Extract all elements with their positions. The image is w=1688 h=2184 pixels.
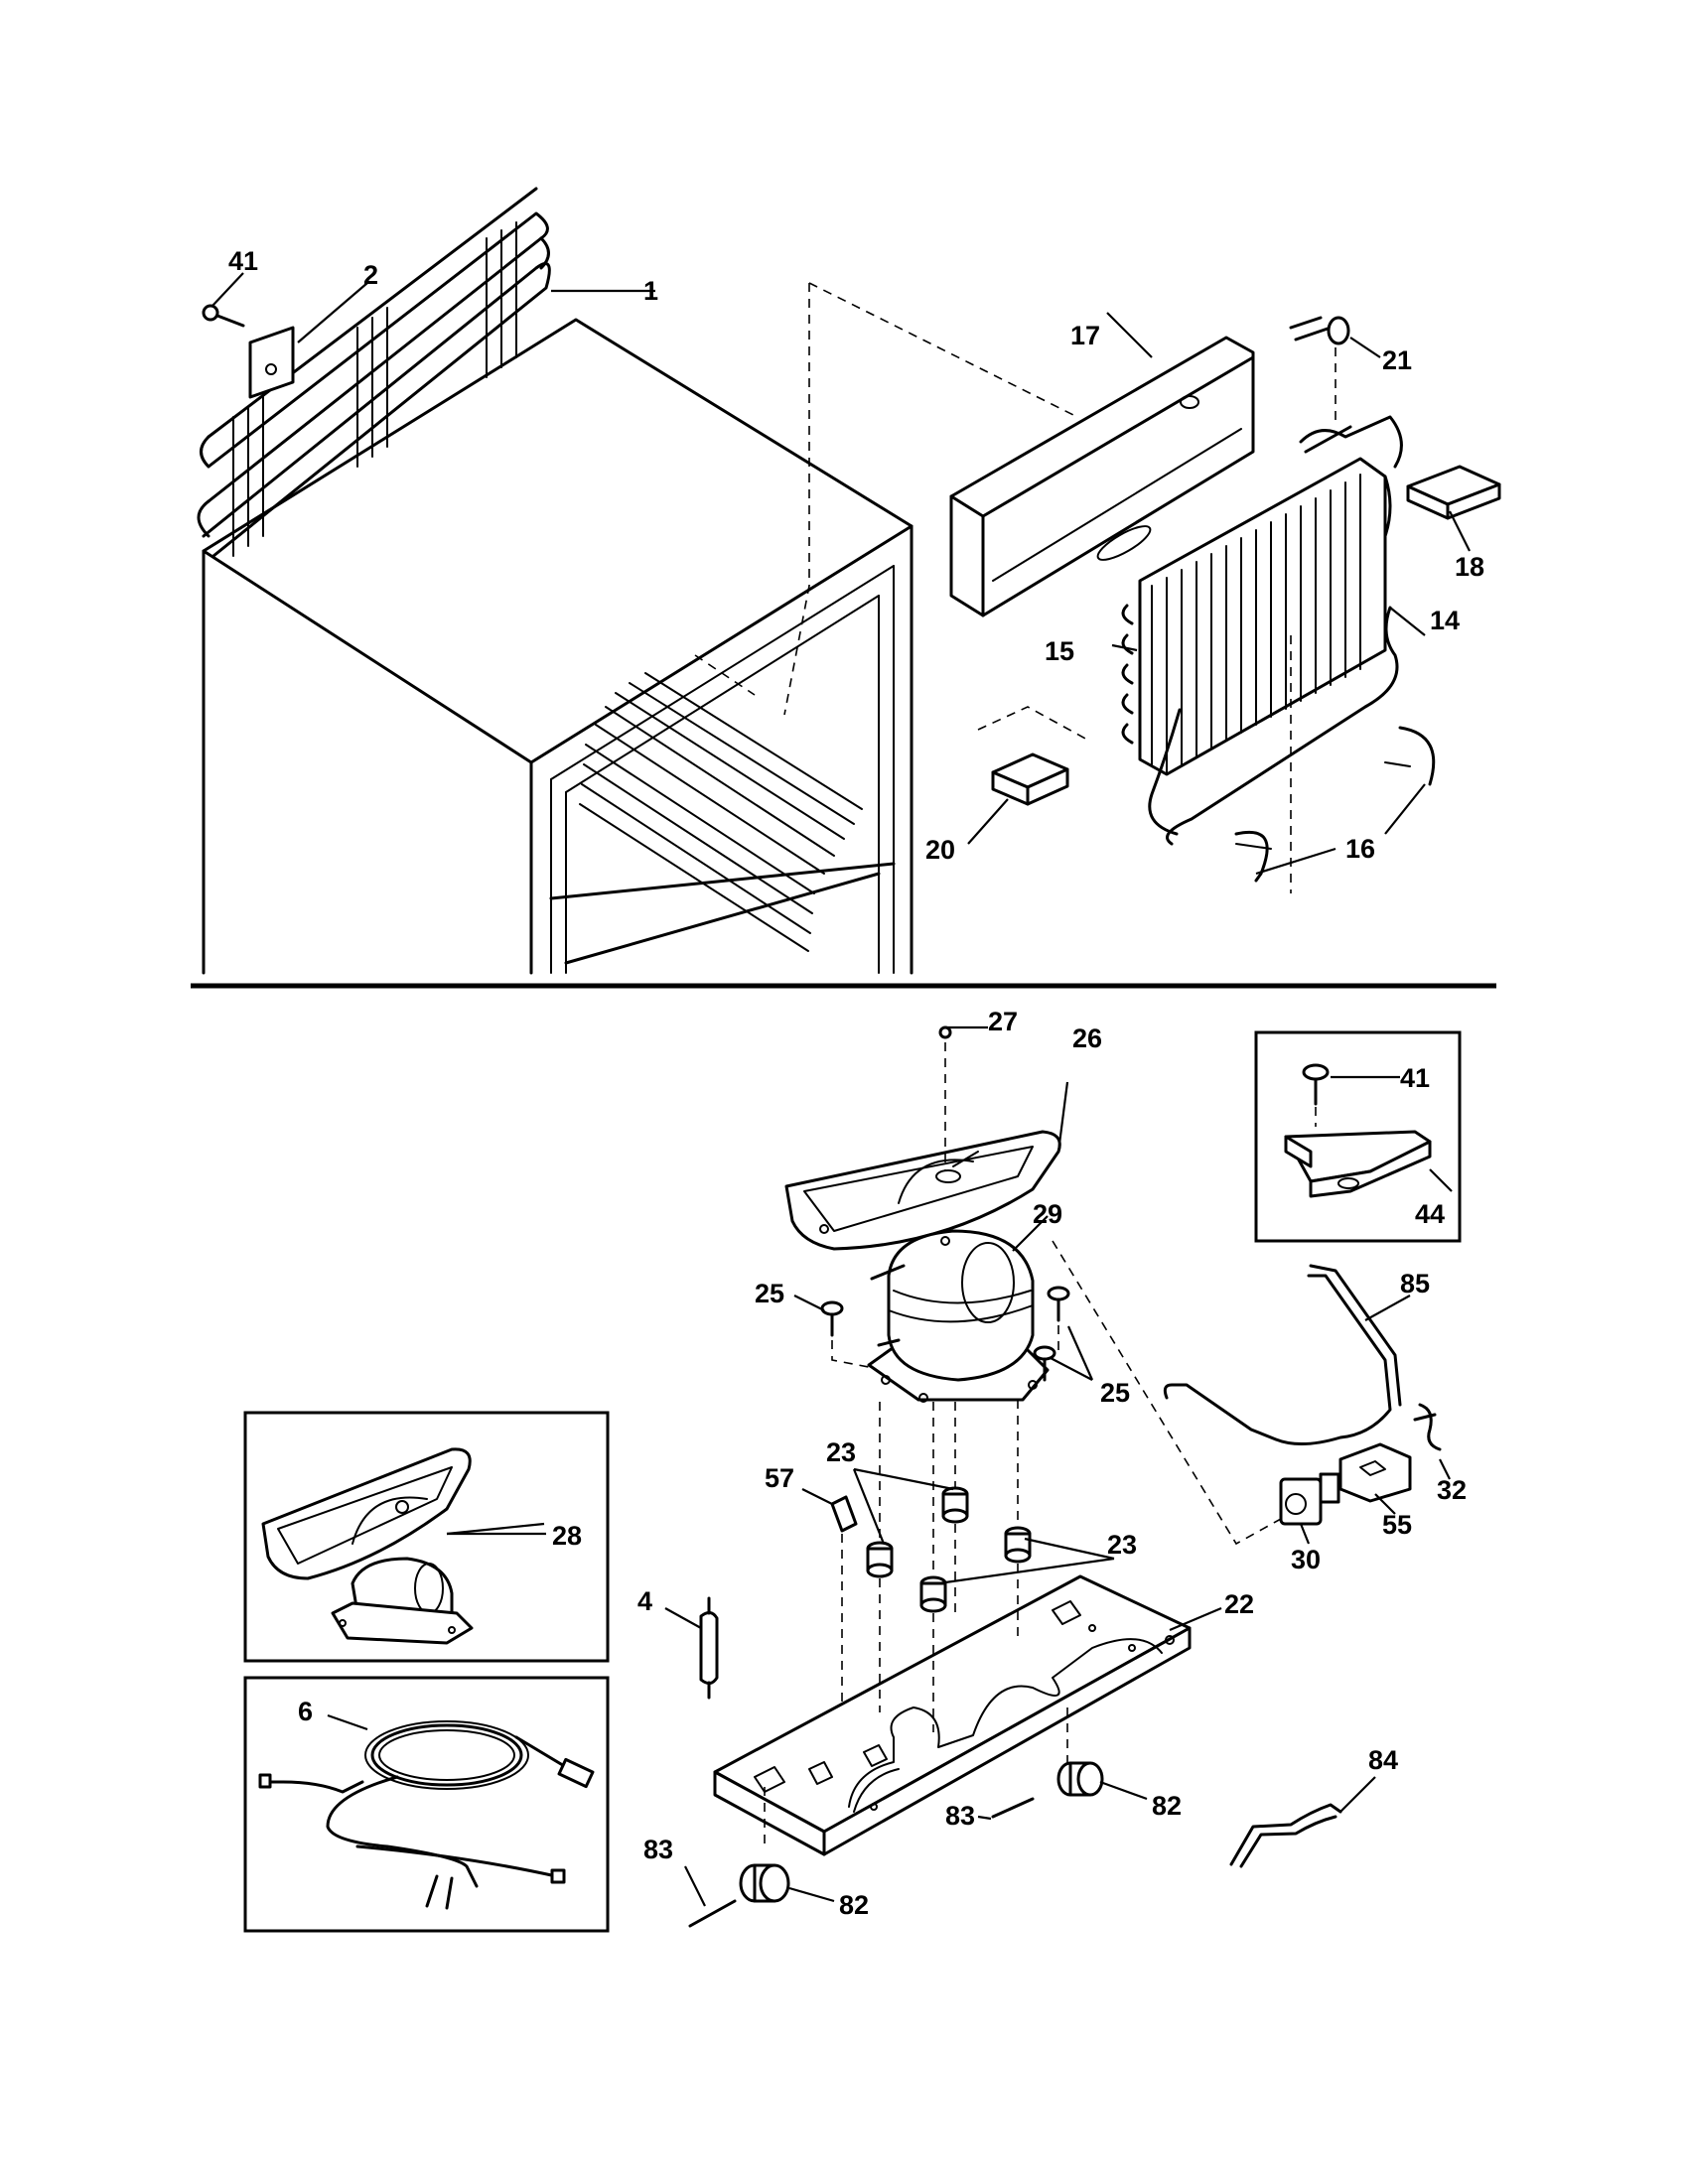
callout-4: 4 xyxy=(637,1586,652,1616)
refrigerator-cabinet xyxy=(202,318,914,975)
inset-pan-compressor xyxy=(243,1411,610,1663)
overload-protector xyxy=(1279,1472,1340,1526)
callout-21: 21 xyxy=(1382,345,1412,375)
leader-lines xyxy=(211,272,1471,1907)
coil-bracket xyxy=(248,326,295,399)
callout-82-mid: 82 xyxy=(1152,1791,1182,1821)
relay-cover-clip xyxy=(1413,1403,1442,1451)
compressor-bolts xyxy=(820,1286,1070,1382)
insulation-pad-18 xyxy=(1406,465,1501,520)
callout-55: 55 xyxy=(1382,1510,1412,1540)
callout-26: 26 xyxy=(1072,1024,1102,1053)
foot-screws xyxy=(688,1797,1035,1928)
callout-41-inset: 41 xyxy=(1400,1063,1430,1093)
callout-82-bottom: 82 xyxy=(839,1890,869,1920)
callout-22: 22 xyxy=(1224,1589,1254,1619)
callout-27: 27 xyxy=(988,1007,1018,1036)
defrost-heater xyxy=(1148,606,1399,846)
callout-30: 30 xyxy=(1291,1545,1321,1574)
callout-17: 17 xyxy=(1070,321,1100,350)
bracket-screw xyxy=(202,304,245,328)
callout-29: 29 xyxy=(1033,1199,1062,1229)
callout-41-top: 41 xyxy=(228,246,258,276)
callout-83-mid: 83 xyxy=(945,1801,975,1831)
discharge-tube xyxy=(1229,1803,1342,1868)
callout-23-right: 23 xyxy=(1107,1530,1137,1560)
callout-25-left: 25 xyxy=(755,1279,784,1308)
evaporator xyxy=(1121,415,1403,776)
callout-labels: 1 2 41 17 21 18 14 15 20 16 27 26 41 44 … xyxy=(228,246,1484,1920)
inset-power-cord xyxy=(243,1676,610,1933)
evaporator-cover xyxy=(949,336,1255,617)
callout-83-bottom: 83 xyxy=(643,1835,673,1864)
callout-6: 6 xyxy=(298,1697,313,1726)
drier-cap xyxy=(1289,316,1350,345)
callout-32: 32 xyxy=(1437,1475,1467,1505)
base-feet xyxy=(739,1761,1104,1903)
heater-clips xyxy=(1234,726,1436,883)
callout-14: 14 xyxy=(1430,606,1460,635)
callout-18: 18 xyxy=(1455,552,1484,582)
compressor xyxy=(867,1229,1050,1403)
callout-23-top: 23 xyxy=(826,1437,856,1467)
callout-28: 28 xyxy=(552,1521,582,1551)
callout-57: 57 xyxy=(765,1463,794,1493)
filter-drier xyxy=(699,1596,719,1700)
start-relay xyxy=(1338,1442,1412,1503)
callout-84: 84 xyxy=(1368,1745,1398,1775)
compressor-grommets xyxy=(866,1486,1032,1613)
callout-25-right: 25 xyxy=(1100,1378,1130,1408)
callout-1: 1 xyxy=(643,276,658,306)
callout-2: 2 xyxy=(363,260,378,290)
drain-pan xyxy=(784,1130,1061,1251)
pan-screw xyxy=(938,1025,952,1039)
callout-44: 44 xyxy=(1415,1199,1445,1229)
callout-16: 16 xyxy=(1345,834,1375,864)
condenser-coil xyxy=(197,187,551,558)
wire-clip xyxy=(830,1495,858,1533)
insulation-pad-20 xyxy=(991,752,1069,806)
callout-15: 15 xyxy=(1045,636,1074,666)
callout-20: 20 xyxy=(925,835,955,865)
compressor-base-plate xyxy=(713,1574,1192,1856)
callout-85: 85 xyxy=(1400,1269,1430,1298)
inset-bracket xyxy=(1254,1030,1462,1243)
condenser-tube xyxy=(1163,1264,1402,1446)
